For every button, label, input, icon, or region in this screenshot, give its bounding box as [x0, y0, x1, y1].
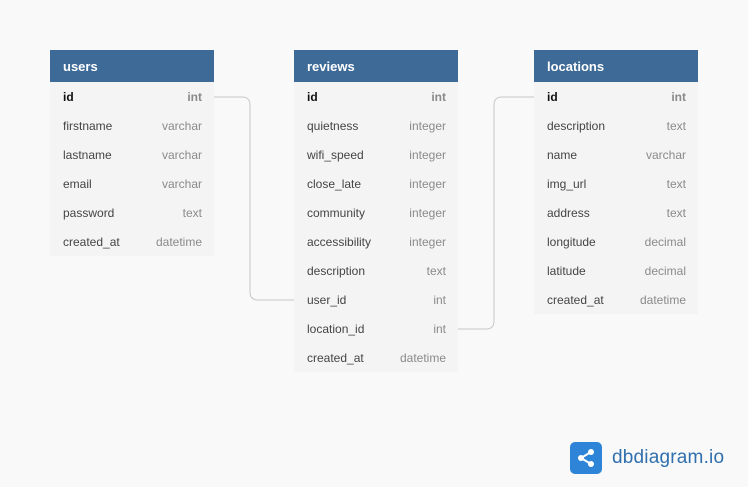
field-name: description — [307, 263, 366, 278]
field-name: location_id — [307, 321, 365, 336]
field-type: datetime — [155, 234, 202, 249]
field-type: int — [671, 89, 686, 104]
field-name: accessibility — [307, 234, 372, 249]
field-name: lastname — [63, 147, 112, 162]
field-type: text — [182, 205, 202, 220]
field-name: email — [63, 176, 92, 191]
field-row[interactable]: id int — [534, 82, 698, 111]
field-row[interactable]: email varchar — [50, 169, 214, 198]
field-row[interactable]: firstname varchar — [50, 111, 214, 140]
field-type: integer — [409, 147, 446, 162]
field-type: text — [426, 263, 446, 278]
field-name: img_url — [547, 176, 587, 191]
field-row[interactable]: location_id int — [294, 314, 458, 343]
table-reviews[interactable]: reviews id int quietness integer wifi_sp… — [294, 50, 458, 372]
field-type: varchar — [161, 176, 202, 191]
field-name: close_late — [307, 176, 362, 191]
share-nodes-icon — [570, 442, 602, 474]
field-type: varchar — [161, 147, 202, 162]
field-row[interactable]: lastname varchar — [50, 140, 214, 169]
field-row[interactable]: name varchar — [534, 140, 698, 169]
field-name: firstname — [63, 118, 113, 133]
table-header-locations[interactable]: locations — [534, 50, 698, 82]
field-type: varchar — [645, 147, 686, 162]
field-name: password — [63, 205, 115, 220]
field-row[interactable]: created_at datetime — [294, 343, 458, 372]
field-name: address — [547, 205, 590, 220]
field-name: quietness — [307, 118, 359, 133]
field-type: int — [187, 89, 202, 104]
field-type: decimal — [644, 263, 686, 278]
field-row[interactable]: latitude decimal — [534, 256, 698, 285]
field-row[interactable]: quietness integer — [294, 111, 458, 140]
field-type: text — [666, 118, 686, 133]
field-row[interactable]: description text — [534, 111, 698, 140]
field-name: created_at — [63, 234, 120, 249]
field-type: text — [666, 205, 686, 220]
field-type: integer — [409, 176, 446, 191]
field-row[interactable]: created_at datetime — [534, 285, 698, 314]
field-row[interactable]: accessibility integer — [294, 227, 458, 256]
field-row[interactable]: close_late integer — [294, 169, 458, 198]
field-row[interactable]: img_url text — [534, 169, 698, 198]
field-type: int — [433, 321, 446, 336]
field-row[interactable]: created_at datetime — [50, 227, 214, 256]
field-type: integer — [409, 205, 446, 220]
field-name: name — [547, 147, 578, 162]
relationship-locations-reviews — [458, 96, 534, 330]
field-type: integer — [409, 234, 446, 249]
field-type: varchar — [161, 118, 202, 133]
field-row[interactable]: community integer — [294, 198, 458, 227]
relationship-users-reviews — [214, 96, 294, 301]
table-locations[interactable]: locations id int description text name v… — [534, 50, 698, 314]
table-header-reviews[interactable]: reviews — [294, 50, 458, 82]
field-name: id — [547, 89, 558, 104]
field-row[interactable]: longitude decimal — [534, 227, 698, 256]
field-type: int — [433, 292, 446, 307]
field-row[interactable]: description text — [294, 256, 458, 285]
field-name: description — [547, 118, 606, 133]
field-type: text — [666, 176, 686, 191]
field-row[interactable]: user_id int — [294, 285, 458, 314]
field-row[interactable]: id int — [294, 82, 458, 111]
field-type: datetime — [399, 350, 446, 365]
field-name: wifi_speed — [307, 147, 364, 162]
field-name: latitude — [547, 263, 586, 278]
dbdiagram-brand[interactable]: dbdiagram.io — [570, 442, 724, 474]
field-row[interactable]: wifi_speed integer — [294, 140, 458, 169]
field-row[interactable]: id int — [50, 82, 214, 111]
table-users[interactable]: users id int firstname varchar lastname … — [50, 50, 214, 256]
field-type: integer — [409, 118, 446, 133]
field-row[interactable]: password text — [50, 198, 214, 227]
field-name: created_at — [307, 350, 364, 365]
field-type: int — [431, 89, 446, 104]
field-name: user_id — [307, 292, 347, 307]
field-name: community — [307, 205, 366, 220]
brand-name: dbdiagram.io — [612, 447, 725, 468]
field-name: longitude — [547, 234, 596, 249]
field-name: created_at — [547, 292, 604, 307]
field-type: datetime — [639, 292, 686, 307]
field-name: id — [63, 89, 74, 104]
table-header-users[interactable]: users — [50, 50, 214, 82]
field-type: decimal — [644, 234, 686, 249]
field-name: id — [307, 89, 318, 104]
field-row[interactable]: address text — [534, 198, 698, 227]
